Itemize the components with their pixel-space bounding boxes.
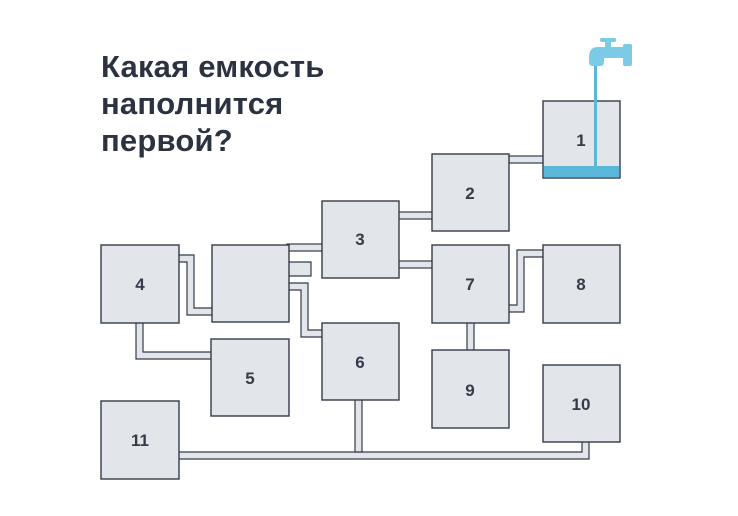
water-tap-icon bbox=[589, 38, 632, 166]
tank-1-water bbox=[543, 166, 620, 178]
tank-7-label: 7 bbox=[465, 275, 474, 294]
tank-11: 11 bbox=[100, 400, 180, 480]
tank-5-label: 5 bbox=[245, 369, 254, 388]
tank-8: 8 bbox=[542, 244, 621, 324]
pipe-1-2 bbox=[507, 155, 545, 164]
pipe-blank-1 bbox=[286, 261, 312, 277]
tank-unnumbered bbox=[211, 244, 290, 323]
pipe-3-blank bbox=[286, 243, 324, 252]
tank-8-label: 8 bbox=[576, 275, 585, 294]
tank-6-label: 6 bbox=[355, 353, 364, 372]
tank-10-label: 10 bbox=[572, 395, 591, 414]
pipe-bottom-main bbox=[177, 440, 590, 460]
tank-3-label: 3 bbox=[355, 230, 364, 249]
tank-5: 5 bbox=[210, 338, 290, 417]
pipe-6-bottom bbox=[354, 398, 363, 453]
pipe-3-7 bbox=[396, 260, 434, 269]
tank-4: 4 bbox=[100, 244, 180, 324]
question-title: Какая емкость наполнится первой? bbox=[101, 48, 324, 159]
tank-7: 7 bbox=[431, 244, 510, 324]
pipe-4-blank bbox=[177, 254, 214, 316]
tank-9: 9 bbox=[431, 349, 510, 429]
question-title-line-3: первой? bbox=[101, 123, 233, 158]
tank-10: 10 bbox=[542, 364, 621, 443]
tank-3: 3 bbox=[321, 200, 400, 279]
pipe-blank-6 bbox=[286, 282, 324, 338]
tank-9-label: 9 bbox=[465, 381, 474, 400]
pipe-2-3 bbox=[396, 211, 434, 220]
tank-2: 2 bbox=[431, 153, 510, 232]
tank-4-label: 4 bbox=[135, 275, 145, 294]
question-title-line-2: наполнится bbox=[101, 86, 284, 121]
pipe-4-5 bbox=[135, 321, 213, 360]
tank-1: 1 bbox=[542, 100, 621, 179]
pipe-7-9 bbox=[466, 321, 475, 353]
pipes bbox=[135, 155, 590, 460]
pipe-7-8 bbox=[507, 249, 545, 313]
tank-6: 6 bbox=[321, 322, 400, 401]
water-stream bbox=[594, 66, 597, 166]
tank-11-label: 11 bbox=[131, 431, 149, 450]
tank-1-label: 1 bbox=[576, 131, 585, 150]
tank-2-label: 2 bbox=[465, 184, 474, 203]
question-title-line-1: Какая емкость bbox=[101, 49, 325, 84]
